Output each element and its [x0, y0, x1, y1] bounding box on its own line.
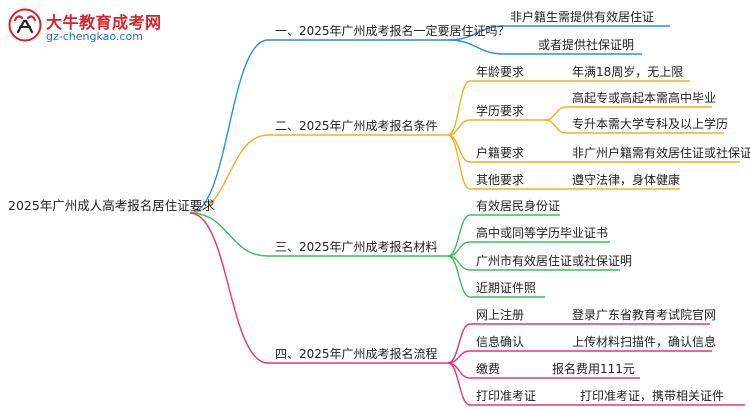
root-connector-4 — [189, 212, 269, 364]
branch-4-step-4-detail: 打印准考证，携带相关证件 — [580, 389, 725, 403]
branch-3-leaf-1: 有效居民身份证 — [476, 199, 561, 213]
logo-url: gz-chengkao.com — [46, 30, 143, 43]
branch-4-step-2-detail: 上传材料扫描件，确认信息 — [572, 335, 717, 349]
branch-2-item-connector-3 — [447, 134, 471, 163]
branch-4-step-connector-4 — [447, 362, 471, 406]
root-connector-1 — [189, 39, 269, 214]
branch-4-step-4: 打印准考证 — [476, 389, 537, 403]
branch-3-leaf-connector-1 — [447, 214, 471, 257]
branch-2-item-3: 户籍要求 — [476, 146, 525, 160]
branch-2-item-connector-1 — [447, 80, 471, 136]
branch-2-item-2-detail-2: 专升本需大学专科及以上学历 — [572, 117, 729, 131]
branch-2-detail-connector-2 — [544, 106, 567, 121]
branch-3-leaf-connector-4 — [447, 255, 471, 298]
root-connector-3 — [189, 212, 269, 257]
bull-logo-icon — [8, 8, 42, 42]
branch-2-item-1: 年龄要求 — [476, 65, 525, 79]
branch-3-leaf-2: 高中或同等学历毕业证书 — [476, 226, 609, 240]
branch-1-leaf-1: 非户籍生需提供有效居住证 — [510, 10, 655, 24]
branch-3-label: 三、2025年广州成考报名材料 — [275, 240, 438, 254]
site-logo[interactable]: 大牛教育成考网 gz-chengkao.com — [8, 8, 198, 50]
branch-1-leaf-connector-2 — [447, 39, 506, 55]
branch-2-label: 二、2025年广州成考报名条件 — [275, 119, 438, 133]
branch-4-step-connector-1 — [447, 323, 471, 364]
branch-2-item-4-detail: 遵守法律，身体健康 — [572, 173, 681, 187]
branch-3-leaf-3: 广州市有效居住证或社保证明 — [476, 254, 633, 268]
logo-name: 大牛教育成考网 — [46, 13, 162, 32]
branch-2-item-2: 学历要求 — [476, 104, 525, 118]
branch-2-item-2-detail-1: 高起专或高起本需高中毕业 — [572, 91, 717, 105]
branch-3-leaf-4: 近期证件照 — [476, 281, 537, 295]
branch-2-item-1-detail: 年满18周岁，无上限 — [572, 65, 684, 79]
branch-4-step-1-detail: 登录广东省教育考试院官网 — [572, 308, 717, 322]
branch-2-detail-connector-3 — [544, 119, 567, 134]
branch-4-step-3: 缴费 — [476, 362, 501, 376]
root-node: 2025年广州成人高考报名居住证要求 — [8, 198, 215, 213]
branch-4-label: 四、2025年广州成考报名流程 — [275, 347, 438, 361]
branch-1-leaf-connector-1 — [447, 25, 506, 41]
branch-4-step-2: 信息确认 — [476, 335, 525, 349]
branch-1-label: 一、2025年广州成考报名一定要居住证吗？ — [275, 24, 510, 38]
branch-1-leaf-2: 或者提供社保证明 — [538, 38, 635, 52]
root-connector-2 — [189, 134, 269, 214]
branch-4-step-1: 网上注册 — [476, 308, 525, 322]
branch-2-item-connector-2 — [447, 119, 471, 136]
branch-2-item-connector-4 — [447, 134, 471, 190]
branch-4-step-3-detail: 报名费用111元 — [552, 362, 635, 376]
branch-2-item-3-detail: 非广州户籍需有效居住证或社保证明 — [572, 146, 750, 160]
branch-2-item-4: 其他要求 — [476, 173, 525, 187]
